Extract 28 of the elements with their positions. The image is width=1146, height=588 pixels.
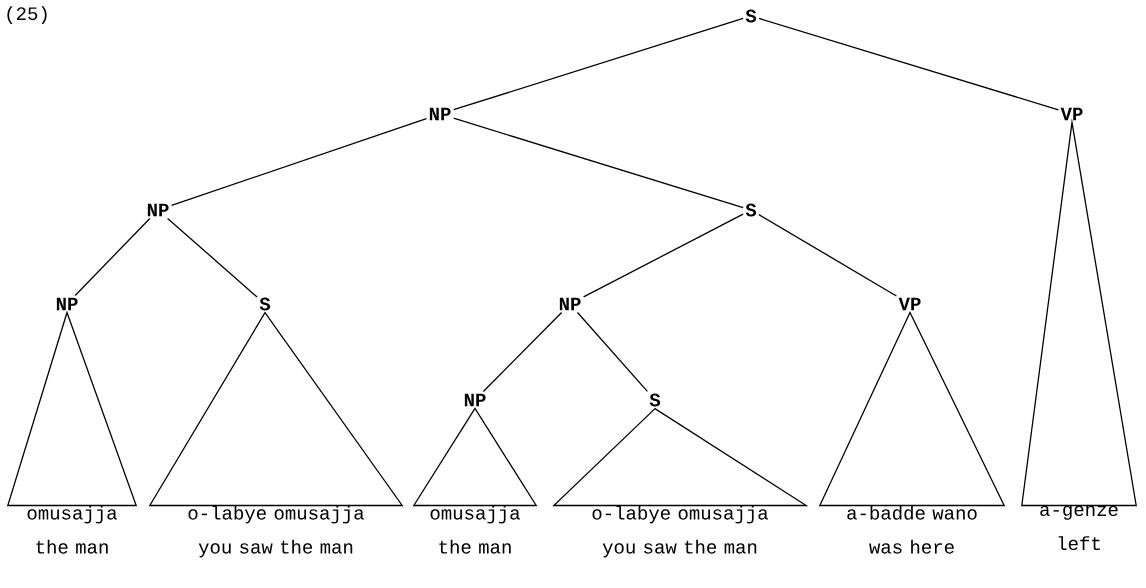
phrase-text: omusajja the man [27,505,117,554]
phrase-text: omusajja the man [430,505,520,554]
branch-line [452,117,744,209]
branch-line [170,117,428,206]
branch-line [758,17,1060,111]
branch-line [758,214,898,297]
example-number: (25) [7,6,47,24]
category-label: NP [56,297,78,311]
category-label: NP [429,107,451,121]
branch-line [582,213,744,298]
branch-line [576,311,648,392]
phrase-text: a-genze left [1040,505,1118,551]
branch-line [74,217,151,297]
category-label: VP [898,297,921,311]
category-label: NP [559,297,581,311]
phrase-text: o-labye omusajja you saw the man [592,505,768,558]
branch-line [482,311,563,393]
branch-line [167,217,258,298]
phrase-text: a-badde wano was here [847,505,977,554]
category-label: NP [147,203,169,217]
category-label: NP [464,393,486,407]
category-label: S [745,203,757,217]
phrase-text: o-labye omusajja you saw the man [188,505,364,558]
category-label: VP [1060,107,1083,121]
category-label: S [259,297,271,311]
category-label: S [745,9,757,23]
category-label: S [649,393,661,407]
branch-line [452,17,744,111]
